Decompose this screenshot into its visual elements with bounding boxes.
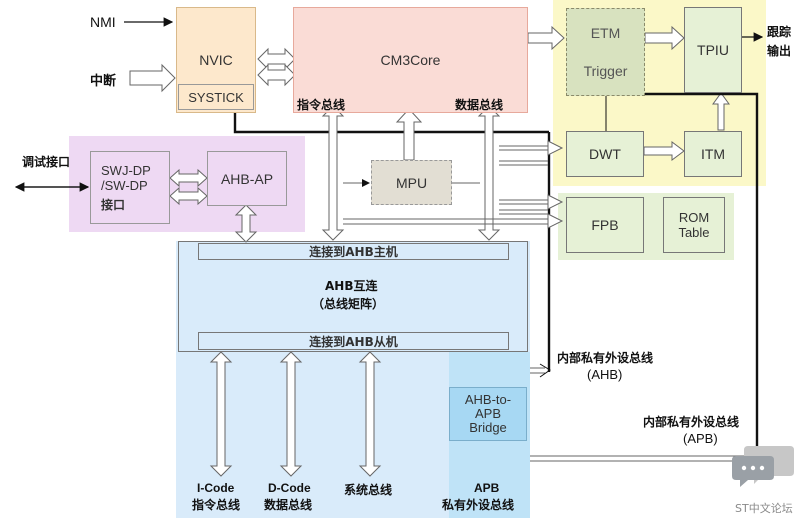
apb-label-2: 私有外设总线 [442,498,515,512]
ahb-interconnect-label-2: （总线矩阵） [312,297,385,311]
watermark-text: ST中文论坛 [735,502,793,515]
dwt-block: DWT [566,131,644,177]
interrupt-label: 中断 [90,74,117,89]
bridge-label-3: Bridge [469,420,507,435]
swj-dp-label-1: SWJ-DP [101,162,151,178]
icode-label-2: 指令总线 [192,498,241,512]
dwt-label: DWT [589,146,621,162]
internal-apb-label-1: 内部私有外设总线 [643,415,740,429]
tpiu-label: TPIU [697,42,729,58]
icode-label-1: I-Code [197,481,235,495]
fpb-label: FPB [591,217,619,233]
tpiu-block: TPIU [684,7,742,93]
ahb-master-label: 连接到AHB主机 [309,245,398,259]
trigger-label: Trigger [583,63,628,79]
apb-label-1: APB [474,481,500,495]
internal-apb-label-2: (APB) [683,431,718,446]
forum-logo-icon [730,442,796,488]
ahb-ap-block: AHB-AP [207,151,287,206]
dcode-label-2: 数据总线 [264,498,313,512]
trace-output-label-2: 输出 [767,44,792,58]
cm3core-label: CM3Core [380,52,441,68]
rom-table-label-2: Table [678,225,710,240]
itm-block: ITM [684,131,742,177]
etm-label: ETM [590,25,621,41]
etm-block: ETM Trigger [566,8,645,96]
mpu-block: MPU [371,160,452,205]
nmi-label: NMI [90,14,116,30]
mpu-label: MPU [395,174,428,191]
ahb-interconnect-block [178,241,528,352]
dcode-label-1: D-Code [268,481,311,495]
swj-dp-label-3: 接口 [101,197,126,212]
ahb-slave-label: 连接到AHB从机 [309,334,398,349]
fpb-block: FPB [566,197,644,253]
ahb-slave-bar: 连接到AHB从机 [198,332,509,350]
bridge-label-1: AHB-to- [464,392,512,407]
ahb-master-bar: 连接到AHB主机 [198,243,509,260]
ahb-ap-label: AHB-AP [220,170,274,187]
trace-output-label-1: 跟踪 [767,25,792,39]
rom-table-block: ROM Table [663,197,725,253]
systick-block: SYSTICK [178,84,254,110]
rom-table-label-1: ROM [678,210,710,225]
ahb-to-apb-bridge: AHB-to- APB Bridge [449,387,527,441]
swj-dp-block: SWJ-DP /SW-DP 接口 [90,151,170,224]
internal-ahb-label-1: 内部私有外设总线 [557,351,654,365]
nvic-label: NVIC [199,52,233,68]
internal-ahb-label-2: (AHB) [587,367,623,382]
itm-label: ITM [700,146,726,162]
cm3core-block: CM3Core [293,7,528,113]
debug-port-label: 调试接口 [22,155,71,169]
swj-dp-label-2: /SW-DP [101,177,148,193]
systick-label: SYSTICK [188,89,244,105]
data-bus-label: 数据总线 [455,98,504,112]
instruction-bus-label: 指令总线 [297,98,346,112]
system-bus-label: 系统总线 [344,483,393,497]
bridge-label-2: APB [474,406,501,421]
ahb-interconnect-label-1: AHB互连 [325,279,378,293]
